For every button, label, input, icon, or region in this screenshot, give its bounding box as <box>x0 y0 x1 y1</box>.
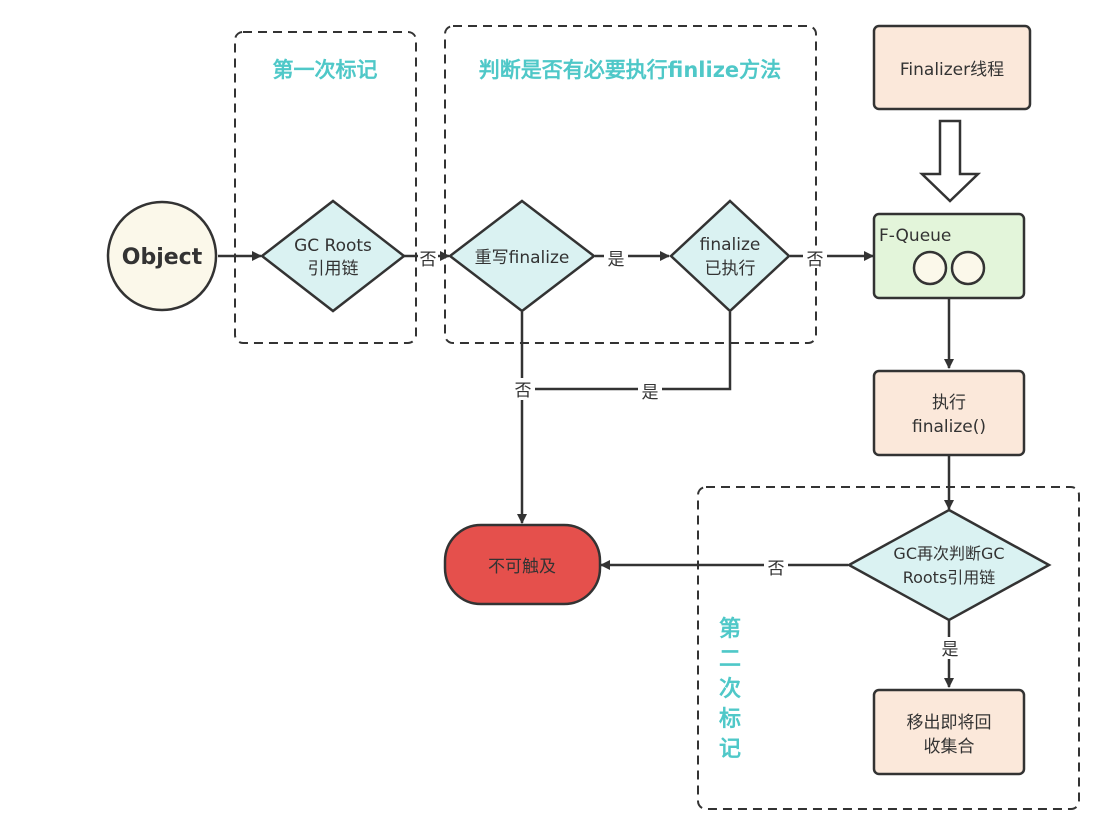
edge-label: 是 <box>608 250 625 270</box>
node-override-finalize[interactable]: 重写finalize <box>447 199 597 313</box>
edge-label: 否 <box>515 381 532 401</box>
edge-label: 是 <box>642 383 659 403</box>
node-object-label: Object <box>122 245 203 270</box>
group-second-mark-title-char: 第 <box>719 616 741 642</box>
node-finalizer-thread[interactable]: Finalizer线程 <box>872 24 1032 111</box>
node-execute-finalize-line1: 执行 <box>932 393 966 413</box>
edge-label: 否 <box>420 250 437 270</box>
edge-executed-to-unreachable <box>522 312 732 391</box>
node-execute-finalize-line2: finalize() <box>912 417 986 437</box>
group-second-mark-title-char: 二 <box>719 647 741 672</box>
node-remove-from-set-line1: 移出即将回 <box>907 713 992 733</box>
group-first-mark: 第一次标记 <box>234 31 417 344</box>
node-finalize-executed-line1: finalize <box>700 235 761 255</box>
node-object[interactable]: Object <box>106 200 218 312</box>
node-unreachable[interactable]: 不可触及 <box>443 523 602 606</box>
group-second-mark: 第 二 次 标 记 <box>697 486 1080 810</box>
node-gc-roots-line2: 引用链 <box>308 259 359 279</box>
queue-item-icon <box>950 250 986 286</box>
node-execute-finalize[interactable]: 执行 finalize() <box>872 369 1026 457</box>
node-gc-recheck-line2: Roots引用链 <box>903 568 996 587</box>
queue-item-icon <box>912 250 948 286</box>
node-remove-from-set[interactable]: 移出即将回 收集合 <box>872 688 1026 776</box>
group-second-mark-title-char: 记 <box>719 737 741 762</box>
node-f-queue[interactable]: F-Queue <box>872 212 1026 300</box>
edges <box>218 251 954 688</box>
node-f-queue-label: F-Queue <box>879 226 951 246</box>
node-gc-roots-line1: GC Roots <box>294 236 372 256</box>
edge-label: 否 <box>807 250 824 270</box>
group-second-mark-title-char: 次 <box>719 676 741 702</box>
group-second-mark-title-char: 标 <box>719 706 741 732</box>
edge-labels: 否 是 否 否 是 否 是 <box>418 246 962 660</box>
node-unreachable-label: 不可触及 <box>488 557 556 577</box>
hollow-down-arrow-icon <box>918 119 982 203</box>
edge-label: 否 <box>768 559 785 579</box>
node-finalize-executed[interactable]: finalize 已执行 <box>669 199 791 313</box>
node-finalizer-thread-label: Finalizer线程 <box>900 60 1004 80</box>
node-override-finalize-label: 重写finalize <box>475 248 570 268</box>
group-check-finalize-title: 判断是否有必要执行finlize方法 <box>479 58 781 82</box>
edge-label: 是 <box>942 640 959 660</box>
node-gc-recheck[interactable]: GC再次判断GC Roots引用链 <box>846 508 1052 622</box>
node-finalize-executed-line2: 已执行 <box>705 259 756 279</box>
group-first-mark-title: 第一次标记 <box>273 58 378 82</box>
node-remove-from-set-line2: 收集合 <box>924 737 975 757</box>
group-check-finalize: 判断是否有必要执行finlize方法 <box>444 25 817 344</box>
node-gc-roots[interactable]: GC Roots 引用链 <box>259 199 407 313</box>
node-gc-recheck-line1: GC再次判断GC <box>893 544 1004 563</box>
